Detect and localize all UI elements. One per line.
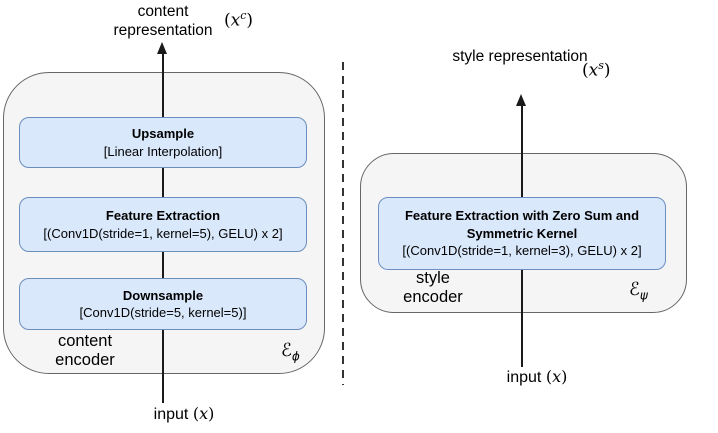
- script-e: ℰ: [629, 279, 640, 300]
- input-word: input: [506, 369, 542, 386]
- subscript-phi: ϕ: [291, 349, 300, 364]
- paren-close: ): [561, 367, 568, 386]
- zero-sum-block-detail: [(Conv1D(stride=1, kernel=3), GELU) x 2]: [402, 243, 642, 259]
- paren-close: ): [208, 404, 215, 423]
- variable-x: x: [552, 367, 562, 386]
- content-representation-label: content representation: [113, 3, 213, 39]
- variable-x: x: [588, 60, 599, 81]
- input-symbol: (x): [193, 404, 215, 423]
- content-representation-symbol: (xc): [224, 9, 253, 31]
- variable-x: x: [199, 404, 209, 423]
- feature-extraction-block-detail: [(Conv1D(stride=1, kernel=5), GELU) x 2]: [43, 225, 283, 241]
- paren-open: (: [224, 10, 231, 31]
- paren-close: ): [603, 60, 611, 81]
- paren-close: ): [246, 10, 254, 31]
- paren-open: (: [192, 404, 200, 423]
- upsample-block: Upsample [Linear Interpolation]: [19, 117, 307, 168]
- paren-open: (: [545, 367, 553, 386]
- script-e: ℰ: [281, 340, 292, 361]
- style-representation-symbol: (xs): [582, 59, 611, 81]
- input-symbol: (x): [546, 367, 568, 386]
- content-output-arrow-icon: [157, 42, 167, 54]
- content-encoder-symbol: ℰϕ: [281, 340, 300, 364]
- superscript-s: s: [598, 59, 604, 72]
- paren-open: (: [582, 60, 589, 81]
- style-encoder-symbol: ℰψ: [629, 279, 648, 303]
- subscript-psi: ψ: [639, 288, 648, 303]
- upsample-block-title: Upsample: [131, 126, 195, 141]
- downsample-block-detail: [Conv1D(stride=5, kernel=5)]: [79, 305, 247, 320]
- content-input-label: input (x): [129, 404, 239, 424]
- superscript-c: c: [240, 9, 247, 22]
- input-word: input: [153, 406, 189, 423]
- feature-extraction-block-title: Feature Extraction: [105, 208, 221, 223]
- variable-x: x: [230, 10, 241, 31]
- upsample-block-detail: [Linear Interpolation]: [103, 143, 223, 159]
- style-output-arrow-icon: [516, 94, 526, 106]
- zero-sum-feature-extraction-block: Feature Extraction with Zero Sum and Sym…: [378, 197, 666, 270]
- style-input-label: input (x): [482, 367, 592, 387]
- zero-sum-block-title: Feature Extraction with Zero Sum and Sym…: [404, 208, 640, 241]
- content-encoder-label: content encoder: [55, 332, 115, 369]
- style-representation-label: style representation: [452, 48, 588, 65]
- style-encoder-label: style encoder: [403, 269, 463, 306]
- downsample-block-title: Downsample: [122, 287, 204, 303]
- downsample-block: Downsample [Conv1D(stride=5, kernel=5)]: [19, 278, 307, 330]
- divider-dashed-line: [342, 62, 344, 385]
- feature-extraction-block: Feature Extraction [(Conv1D(stride=1, ke…: [19, 197, 307, 252]
